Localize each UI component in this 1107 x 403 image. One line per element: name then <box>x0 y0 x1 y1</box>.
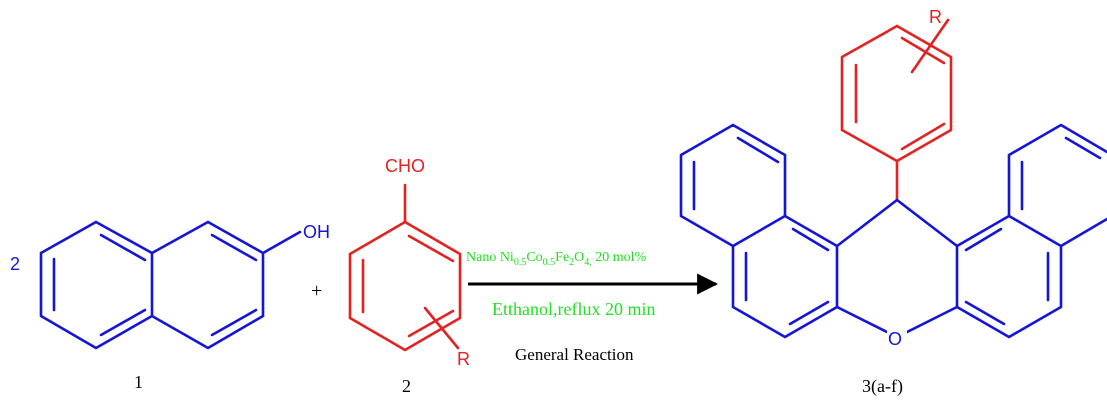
catalyst-mid-3: O <box>574 250 584 265</box>
catalyst-prefix: Nano Ni <box>466 250 514 265</box>
reactant-1-naphthol: 2 OH 1 <box>10 220 330 392</box>
xanthene-core <box>679 123 1107 339</box>
solvent-conditions: Etthanol,reflux 20 min <box>492 299 655 319</box>
benzaldehyde-structure <box>348 183 462 352</box>
catalyst-mid-2: Fe <box>555 250 569 265</box>
product-xanthene: R O 3(a-f) <box>679 7 1107 397</box>
reactant-1-coefficient: 2 <box>10 254 20 274</box>
catalyst-sub-1: 0.5 <box>514 257 527 268</box>
catalyst-mid-1: Co <box>526 250 542 265</box>
reaction-conditions: Nano Ni0.5Co0.5Fe2O4, 20 mol% Etthanol,r… <box>466 250 719 364</box>
r-substituent-3: R <box>929 7 942 27</box>
catalyst-label: Nano Ni0.5Co0.5Fe2O4, 20 mol% <box>466 250 647 268</box>
catalyst-sub-4: 4, <box>584 257 592 268</box>
catalyst-sub-3: 2 <box>569 257 574 268</box>
catalyst-loading: 20 mol% <box>592 250 647 265</box>
aryl-ring <box>840 18 953 202</box>
ring-oxygen: O <box>888 329 902 349</box>
catalyst-sub-2: 0.5 <box>543 257 556 268</box>
oxygen-mask <box>887 325 907 349</box>
plus-sign: + <box>311 280 322 302</box>
r-substituent-2: R <box>457 349 470 369</box>
reactant-2-benzaldehyde: CHO R 2 <box>348 156 470 396</box>
product-label: 3(a-f) <box>862 376 903 397</box>
aldehyde-group: CHO <box>385 156 425 176</box>
reactant-1-label: 1 <box>134 372 143 392</box>
naphthol-structure <box>39 220 302 350</box>
reaction-caption: General Reaction <box>515 345 634 364</box>
reactant-2-label: 2 <box>402 376 411 396</box>
hydroxyl-group: OH <box>303 222 330 242</box>
